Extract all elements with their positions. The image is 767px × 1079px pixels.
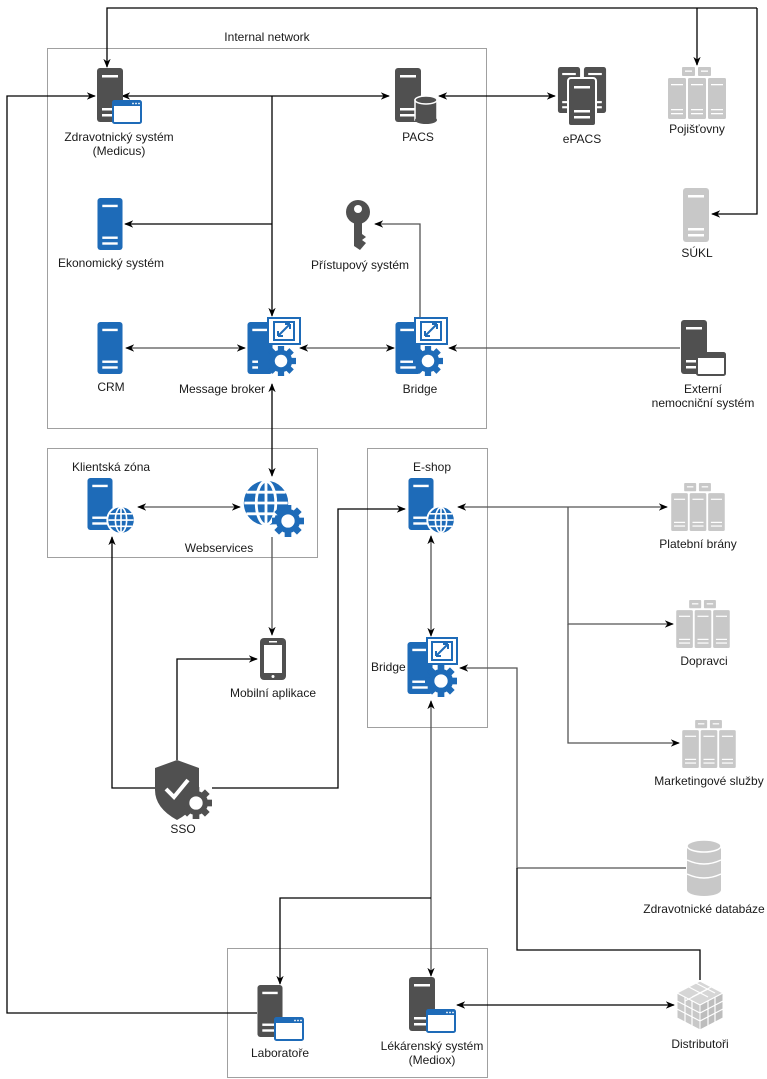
- edge-distributori-bridge2: [516, 868, 701, 980]
- edge-eshop-dopravci: [567, 507, 674, 628]
- node-label-distributori: Distributoři: [671, 1037, 729, 1051]
- node-label-broker: Message broker: [178, 382, 266, 396]
- edge-eshop-marketing: [567, 624, 680, 747]
- globe-gear-icon[interactable]: [240, 477, 304, 537]
- server-farm-icon[interactable]: [668, 67, 726, 119]
- smartphone-icon[interactable]: [260, 638, 286, 680]
- database-icon[interactable]: [686, 839, 722, 896]
- server-icon[interactable]: [97, 322, 123, 374]
- node-label-sukl: SÚKL: [681, 246, 713, 260]
- zone-label-klientska: Klientská zóna: [72, 460, 151, 474]
- edge-bridge2-laboratore: [276, 897, 431, 985]
- zone-label-eshop: E-shop: [412, 460, 452, 474]
- server-farm-icon[interactable]: [676, 600, 730, 648]
- node-label-crm: CRM: [97, 380, 125, 394]
- zone-klientska: [47, 448, 318, 558]
- edge-laboratore-medicus: [6, 92, 257, 1014]
- node-label-webservices: Webservices: [184, 541, 254, 555]
- node-label-zdrav-db: Zdravotnické databáze: [643, 902, 765, 916]
- edge-sso-klientska: [108, 536, 155, 789]
- node-label-sso: SSO: [170, 822, 196, 836]
- node-label-pojistovny: Pojišťovny: [669, 122, 725, 136]
- server-gear-icon[interactable]: [247, 317, 301, 376]
- server-window-icon[interactable]: [409, 977, 456, 1033]
- server-farm-icon[interactable]: [671, 483, 725, 531]
- server-cluster-icon[interactable]: [557, 67, 607, 127]
- node-label-mediox: Lékárenský systém(Mediox): [380, 1039, 484, 1067]
- node-label-dopravci: Dopravci: [680, 654, 728, 668]
- node-label-marketing: Marketingové služby: [654, 774, 764, 788]
- server-window-icon[interactable]: [681, 320, 726, 376]
- edge-bridge-pristupovy: [374, 220, 421, 320]
- zone-internal-network: [47, 48, 487, 429]
- edge-zdravdb-bridge2: [459, 664, 686, 869]
- node-label-pacs: PACS: [402, 130, 434, 144]
- node-label-epacs: ePACS: [562, 132, 602, 146]
- server-icon[interactable]: [97, 198, 123, 250]
- node-label-laboratore: Laboratoře: [250, 1046, 310, 1060]
- node-label-platebni: Platební brány: [659, 537, 737, 551]
- node-label-bridge1: Bridge: [402, 382, 438, 396]
- node-label-ekonomicky: Ekonomický systém: [57, 256, 165, 270]
- node-label-bridge2: Bridge: [371, 660, 406, 674]
- shield-gear-icon[interactable]: [155, 760, 212, 820]
- edge-sukl: [711, 8, 758, 218]
- server-globe-icon[interactable]: [408, 478, 456, 535]
- node-label-medicus: Zdravotnický systém(Medicus): [64, 130, 174, 158]
- server-farm-icon[interactable]: [682, 720, 736, 768]
- server-database-icon[interactable]: [395, 68, 438, 124]
- key-icon[interactable]: [346, 200, 370, 250]
- zone-label-internal: Internal network: [224, 30, 310, 44]
- server-globe-icon[interactable]: [87, 478, 136, 535]
- server-gear-icon[interactable]: [407, 637, 458, 697]
- edge-sso-mobil: [176, 655, 258, 760]
- cube-grid-icon[interactable]: [675, 980, 725, 1031]
- server-icon[interactable]: [683, 188, 709, 242]
- node-label-pristupovy: Přístupový systém: [310, 258, 410, 272]
- server-gear-icon[interactable]: [395, 317, 448, 376]
- edge-medicus-top: [103, 7, 757, 68]
- server-window-icon[interactable]: [257, 985, 304, 1041]
- node-label-mobil: Mobilní aplikace: [229, 686, 317, 700]
- edge-sso-eshop: [212, 505, 406, 789]
